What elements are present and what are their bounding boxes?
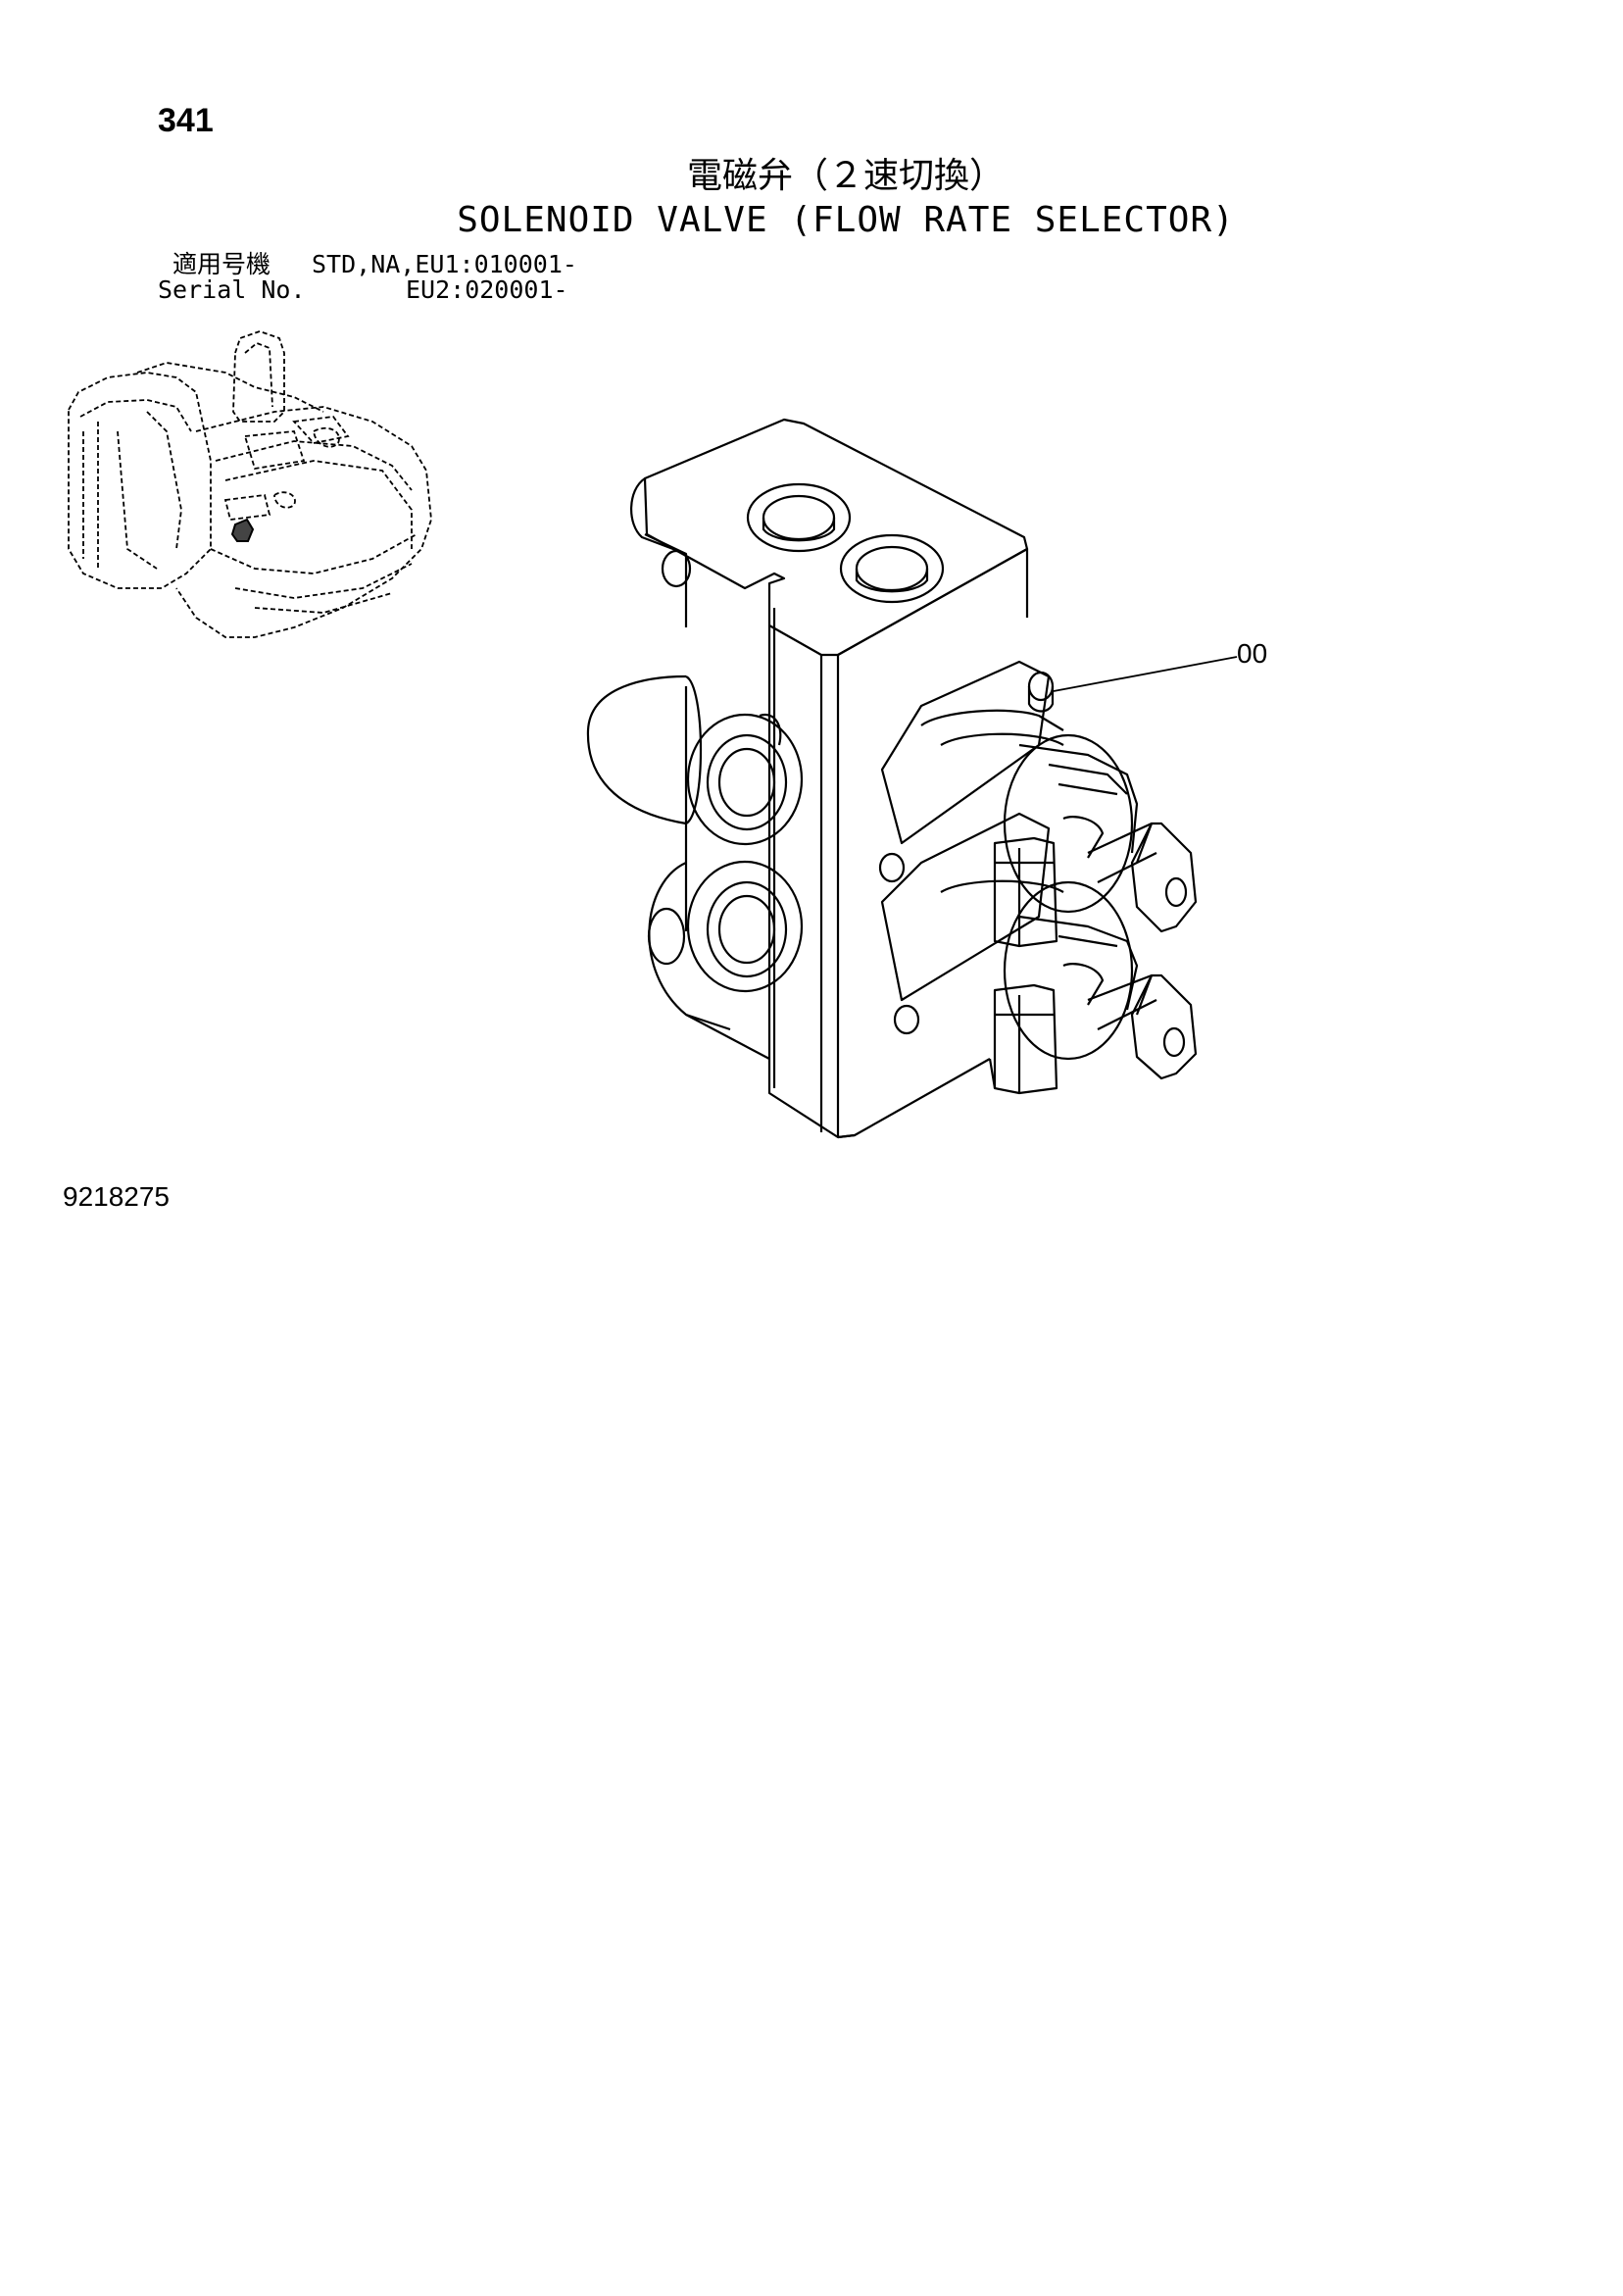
serial-label-japanese: 適用号機 — [172, 250, 271, 278]
title-english: SOLENOID VALVE (FLOW RATE SELECTOR) — [457, 200, 1235, 240]
page-number: 341 — [158, 102, 214, 139]
title-japanese: 電磁弁（２速切換） — [686, 156, 1005, 196]
serial-label-english: Serial No. — [158, 275, 306, 304]
callout-leader-line — [1053, 656, 1238, 692]
serial-value-2: EU2:020001- — [406, 275, 568, 304]
callout-label: 00 — [1237, 638, 1268, 669]
serial-value-1: STD,NA,EU1:010001- — [312, 250, 577, 278]
drawing-number: 9218275 — [63, 1181, 171, 1212]
